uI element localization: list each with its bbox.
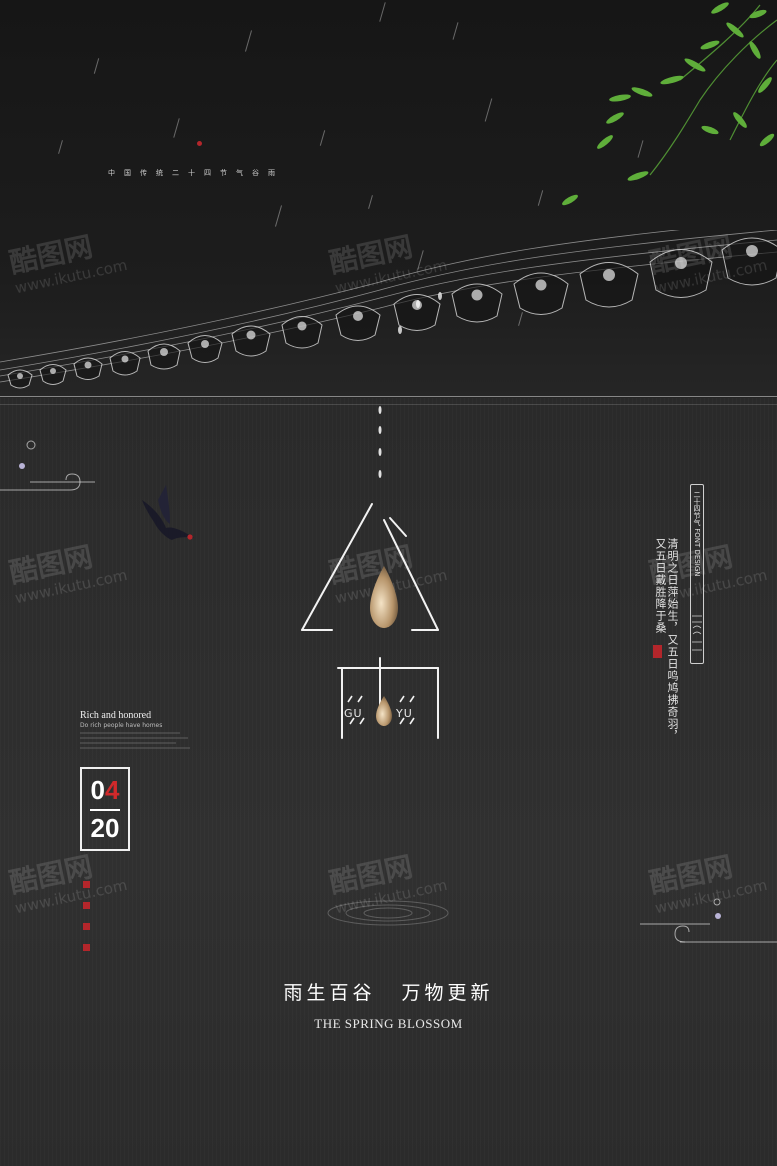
red-square	[83, 923, 90, 930]
water-ripple	[327, 900, 449, 926]
date-month: 04	[90, 775, 120, 805]
date-divider	[90, 809, 120, 811]
pinyin-gu: GU	[344, 707, 363, 720]
poem-line-2: 又五日戴胜降于桑	[654, 538, 667, 634]
night-sky	[0, 0, 777, 400]
cloud-scroll-icon	[640, 898, 777, 943]
red-seal	[653, 645, 662, 658]
eave-line	[0, 396, 777, 397]
filler-text-lines	[80, 732, 190, 749]
date-day: 20	[90, 813, 120, 843]
english-title: THE SPRING BLOSSOM	[314, 1016, 463, 1031]
date-box: 04 20	[80, 767, 130, 851]
red-square	[83, 902, 90, 909]
plate-pattern	[692, 615, 702, 651]
rich-title: Rich and honored	[80, 710, 152, 721]
red-square	[83, 944, 90, 951]
poem-line-1: 清明之日萍始生，又五日鸣鸠拂奇羽，	[666, 538, 679, 742]
cloud-scroll-icon	[0, 440, 95, 491]
slogan: 雨生百谷 万物更新	[283, 982, 494, 1004]
willow-branch-icon	[562, 2, 777, 206]
eave-line-lower	[0, 404, 777, 405]
rich-subtitle: Do rich people have homes	[80, 722, 163, 729]
red-dot	[197, 141, 202, 146]
swallow-icon	[142, 485, 194, 540]
guyu-emblem	[301, 503, 439, 739]
roof-tiles-illustration	[0, 230, 777, 389]
falling-drops	[378, 406, 382, 478]
font-design-plate: 二十四节气 FONT DESIGN	[690, 484, 704, 664]
pinyin-yu: YU	[396, 707, 413, 720]
top-caption: 中国传统二十四节气谷雨	[108, 169, 284, 177]
red-square	[83, 881, 90, 888]
